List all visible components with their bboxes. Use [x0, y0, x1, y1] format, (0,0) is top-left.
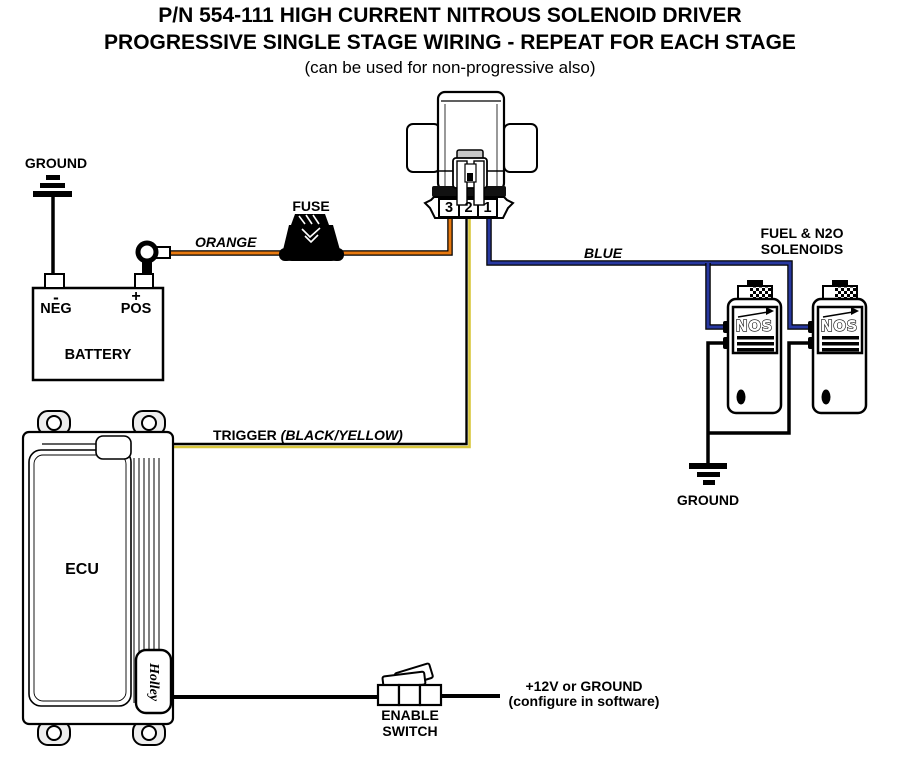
enable-switch-label-line1: ENABLE	[381, 707, 439, 723]
pin-2-label: 2	[464, 200, 473, 216]
ground-symbol-bottom	[689, 463, 727, 485]
fuse-label: FUSE	[292, 198, 330, 214]
holley-logo-text: Holley	[146, 662, 162, 701]
n2o-solenoid: NOS	[808, 280, 868, 415]
solenoids-label: FUEL & N2O SOLENOIDS	[732, 225, 872, 257]
ground-top-label: GROUND	[24, 155, 88, 171]
ground-bottom-label: GROUND	[676, 492, 740, 508]
solenoids-label-line1: FUEL & N2O	[760, 225, 844, 241]
orange-wire-label: ORANGE	[195, 234, 257, 250]
battery-pos-label: POS	[120, 301, 152, 317]
solenoid-driver	[406, 90, 538, 219]
enable-note-line2: (configure in software)	[508, 693, 660, 709]
title-line-2: PROGRESSIVE SINGLE STAGE WIRING - REPEAT…	[104, 31, 796, 54]
trigger-wire	[173, 216, 471, 449]
battery-pos-sign: +	[131, 288, 141, 305]
battery-symbol	[31, 240, 171, 382]
enable-switch-label: ENABLE SWITCH	[368, 707, 452, 739]
fuse-symbol	[279, 214, 344, 261]
fuel-solenoid: NOS	[723, 280, 783, 415]
ecu-label: ECU	[65, 561, 99, 578]
title-line-3: (can be used for non-progressive also)	[304, 58, 596, 77]
enable-switch-wire	[173, 694, 500, 699]
nos-logo-text: NOS	[820, 317, 858, 335]
holley-logo: Holley	[136, 650, 171, 713]
trigger-color-text: (BLACK/YELLOW)	[280, 427, 403, 443]
solenoids-label-line2: SOLENOIDS	[760, 241, 844, 257]
pin-1-label: 1	[483, 200, 492, 216]
blue-wire	[486, 216, 811, 330]
enable-switch-symbol	[376, 662, 443, 707]
battery-neg-label: NEG	[40, 301, 72, 317]
nos-logo-text: NOS	[735, 317, 773, 335]
blue-wire-label: BLUE	[584, 245, 623, 261]
trigger-wire-label: TRIGGER (BLACK/YELLOW)	[213, 427, 403, 443]
enable-note-line1: +12V or GROUND	[525, 678, 643, 694]
title-line-1: P/N 554-111 HIGH CURRENT NITROUS SOLENOI…	[158, 4, 742, 27]
orange-wire	[168, 216, 453, 256]
trigger-label-text: TRIGGER	[213, 427, 277, 443]
ground-symbol-top	[33, 175, 72, 197]
pin-3-label: 3	[444, 200, 454, 216]
battery-label: BATTERY	[64, 347, 132, 363]
enable-note: +12V or GROUND (configure in software)	[498, 679, 670, 709]
solenoid-ground-wires	[706, 341, 813, 464]
battery-neg-sign: -	[53, 288, 59, 307]
ecu-box	[21, 410, 175, 746]
enable-switch-label-line2: SWITCH	[382, 722, 438, 739]
